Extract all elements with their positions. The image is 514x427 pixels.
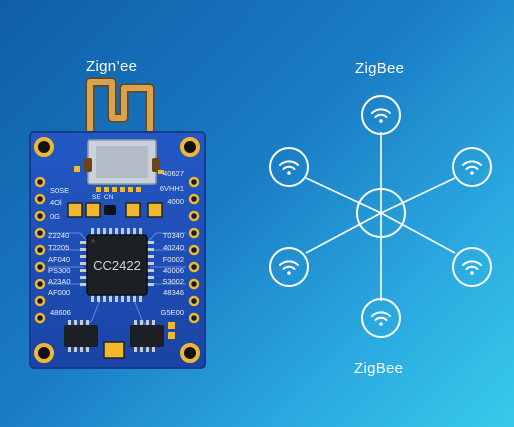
- network-node: [452, 147, 492, 187]
- coordinator-node: [356, 188, 406, 238]
- pin-label-right: 48346: [163, 288, 184, 297]
- pin-label-left: PS300: [48, 266, 71, 275]
- network-title-bottom: ZigBee: [354, 360, 404, 377]
- pin-label-left: 48606: [50, 308, 71, 317]
- left-pin-pads: [34, 176, 46, 324]
- pin-label-left: 4Ol: [50, 198, 62, 207]
- network-node: [269, 247, 309, 287]
- pin-label-left: AF000: [48, 288, 70, 297]
- pin-label-right: 40006: [163, 266, 184, 275]
- right-pin-pads: [188, 176, 200, 324]
- wifi-icon: [279, 160, 299, 175]
- mounting-holes: [34, 137, 200, 363]
- wifi-icon: [279, 260, 299, 275]
- board-mark: CN: [104, 194, 114, 201]
- pin-label-left: Z2240: [48, 231, 69, 240]
- pin-label-right: G5E00: [161, 308, 184, 317]
- pin-label-right: 40240: [163, 243, 184, 252]
- board-title: Zign’ee: [86, 58, 138, 75]
- pin-label-right: T0340: [163, 231, 184, 240]
- pin-label-left: AF040: [48, 255, 70, 264]
- network-node: [361, 298, 401, 338]
- pin-label-left: S0SE: [50, 186, 69, 195]
- wifi-icon: [462, 260, 482, 275]
- passive-components: [67, 202, 163, 218]
- wifi-icon: [371, 108, 391, 123]
- lower-ics: [64, 320, 175, 359]
- board-mark: SE: [92, 194, 101, 201]
- pin-label-left: 0G: [50, 212, 60, 221]
- wifi-icon: [462, 160, 482, 175]
- wifi-icon: [371, 311, 391, 326]
- network-node: [361, 95, 401, 135]
- pin-label-right: S3002: [162, 277, 184, 286]
- pin-label-right: F0002: [163, 255, 184, 264]
- cc2422-chip: [86, 234, 148, 296]
- network-node: [452, 247, 492, 287]
- chip-label: CC2422: [93, 258, 141, 273]
- network-title-top: ZigBee: [355, 60, 405, 77]
- pin-label-left: A23A0: [48, 277, 71, 286]
- pin-label-left: T2205: [48, 243, 69, 252]
- network-node: [269, 147, 309, 187]
- pin-label-right: 4000: [167, 197, 184, 206]
- pin-label-right: 40627: [163, 169, 184, 178]
- pin-label-right: 6VHH1: [160, 184, 184, 193]
